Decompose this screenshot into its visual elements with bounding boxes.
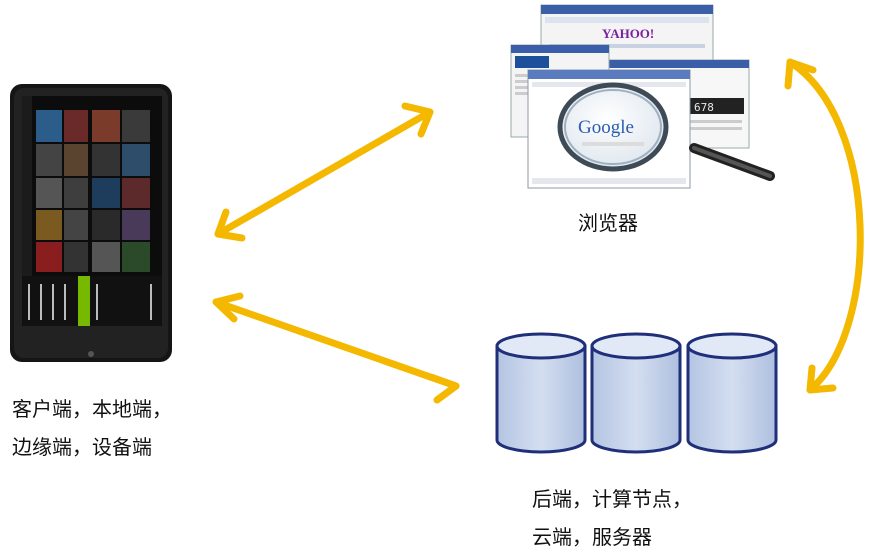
- tablet-app-tiles: [36, 110, 150, 272]
- tablet-icon: [10, 84, 172, 362]
- google-logo: Google: [578, 117, 634, 138]
- yahoo-logo: YAHOO!: [602, 26, 654, 41]
- database-cylinders: [495, 332, 778, 454]
- client-label-line1: 客户端，本地端，: [12, 397, 172, 421]
- client-label: 客户端，本地端， 边缘端，设备端: [12, 390, 172, 466]
- backend-label-line2: 云端，服务器: [532, 525, 652, 549]
- database-cylinder-icon: [590, 332, 682, 454]
- arrow-client-backend: [212, 292, 460, 404]
- browser-label-text: 浏览器: [578, 211, 638, 235]
- browser-label: 浏览器: [578, 204, 638, 242]
- browser-windows-icon: YAHOO! 678: [510, 4, 750, 189]
- database-cylinder-icon: [686, 332, 778, 454]
- arrow-browser-backend: [784, 58, 864, 394]
- database-cylinder-icon: [495, 332, 587, 454]
- tablet-nav-lines: [28, 284, 152, 320]
- counter-display: 678: [694, 101, 714, 114]
- magnifying-glass-icon: Google: [557, 82, 775, 181]
- backend-label-line1: 后端，计算节点，: [532, 487, 692, 511]
- arrow-client-browser: [214, 102, 434, 242]
- backend-label: 后端，计算节点， 云端，服务器: [532, 480, 692, 556]
- client-label-line2: 边缘端，设备端: [12, 435, 152, 459]
